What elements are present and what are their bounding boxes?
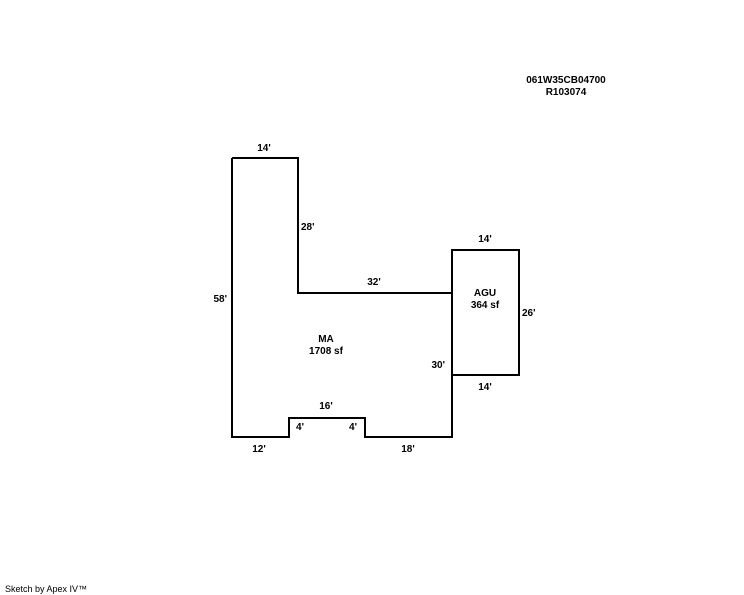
apex-credit-label: Sketch by Apex IV™ bbox=[5, 584, 87, 594]
ma-inner-top-dimension: 32' bbox=[367, 277, 381, 288]
ma-bottom-left-dimension: 12' bbox=[252, 444, 266, 455]
main-area-size: 1708 sf bbox=[309, 346, 344, 357]
notch-left-dimension: 4' bbox=[296, 422, 304, 433]
ma-right-upper-dimension: 28' bbox=[301, 222, 315, 233]
notch-top-dimension: 16' bbox=[319, 401, 333, 412]
agu-right-dimension: 26' bbox=[522, 308, 536, 319]
main-area-outline bbox=[231, 157, 453, 438]
ma-bottom-right-dimension: 18' bbox=[401, 444, 415, 455]
agu-top-dimension: 14' bbox=[478, 234, 492, 245]
garage-area-code: AGU bbox=[474, 288, 496, 299]
map-id-label: 061W35CB04700 bbox=[526, 75, 606, 86]
garage-area-size: 364 sf bbox=[471, 300, 500, 311]
agu-bottom-dimension: 14' bbox=[478, 382, 492, 393]
garage-outline bbox=[451, 249, 520, 376]
ma-top-dimension: 14' bbox=[257, 143, 271, 154]
notch-right-dimension: 4' bbox=[349, 422, 357, 433]
ma-left-dimension: 58' bbox=[213, 294, 227, 305]
main-area-code: MA bbox=[318, 334, 334, 345]
account-id-label: R103074 bbox=[546, 87, 587, 98]
ma-right-lower-dimension: 30' bbox=[431, 360, 445, 371]
